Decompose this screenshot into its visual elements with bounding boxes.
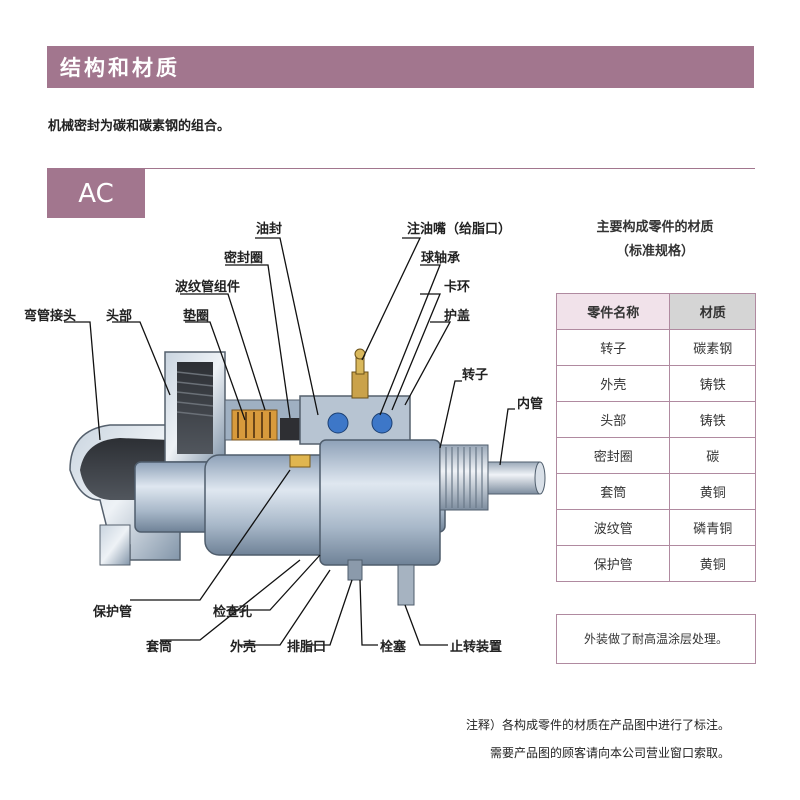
label-housing: 外壳 bbox=[230, 640, 257, 655]
material-cell: 碳素钢 bbox=[669, 329, 756, 366]
leader-lines bbox=[64, 237, 515, 646]
label-inner-pipe: 内管 bbox=[517, 397, 544, 412]
table-row: 套筒黄铜 bbox=[555, 473, 756, 510]
material-cell: 黄铜 bbox=[669, 473, 756, 510]
model-label-box bbox=[47, 168, 145, 218]
section-header-bar bbox=[47, 46, 754, 88]
label-retaining-ring: 卡环 bbox=[444, 280, 471, 295]
material-cell: 铸铁 bbox=[669, 365, 756, 402]
part-cell: 外壳 bbox=[555, 365, 671, 402]
table-row: 转子碳素钢 bbox=[555, 329, 756, 366]
grease-nozzle bbox=[351, 348, 369, 399]
label-grease-nozzle: 注油嘴（给脂口） bbox=[407, 222, 512, 237]
bearing-cover bbox=[299, 395, 411, 445]
inner-pipe bbox=[487, 461, 541, 495]
part-cell: 密封圈 bbox=[555, 437, 671, 474]
label-gasket: 垫圈 bbox=[183, 309, 210, 324]
part-cell: 头部 bbox=[555, 401, 671, 438]
label-ball-bearing: 球轴承 bbox=[421, 251, 461, 266]
label-inspection-hole: 检查孔 bbox=[213, 605, 253, 620]
label-oil-seal: 油封 bbox=[256, 222, 283, 237]
rotor bbox=[439, 444, 489, 511]
part-cell: 保护管 bbox=[555, 545, 671, 582]
materials-heading: 主要构成零件的材质 （标准规格） bbox=[560, 216, 750, 264]
label-sleeve: 套筒 bbox=[146, 640, 173, 655]
label-protective-tube: 保护管 bbox=[93, 605, 133, 620]
material-cell: 黄铜 bbox=[669, 545, 756, 582]
table-row: 保护管黄铜 bbox=[555, 545, 756, 582]
material-cell: 铸铁 bbox=[669, 401, 756, 438]
part-cell: 波纹管 bbox=[555, 509, 671, 546]
footnote-line1: 注释）各构成零件的材质在产品图中进行了标注。 bbox=[465, 718, 730, 732]
materials-table: 零件名称 材质 转子碳素钢 外壳铸铁 头部铸铁 密封圈碳 套筒黄铜 波纹管磷青铜… bbox=[555, 293, 756, 582]
bearing-ball bbox=[371, 412, 393, 434]
head-port bbox=[164, 351, 226, 463]
part-cell: 套筒 bbox=[555, 473, 671, 510]
model-label: AC bbox=[78, 179, 114, 209]
table-header-row: 零件名称 材质 bbox=[555, 293, 756, 330]
page-title: 结构和材质 bbox=[60, 56, 180, 80]
table-row: 外壳铸铁 bbox=[555, 365, 756, 402]
section-divider bbox=[145, 168, 755, 169]
drain-port bbox=[347, 559, 363, 581]
table-row: 波纹管磷青铜 bbox=[555, 509, 756, 546]
column-header-material: 材质 bbox=[669, 293, 756, 330]
part-cell: 转子 bbox=[555, 329, 671, 366]
label-elbow-joint: 弯管接头 bbox=[24, 309, 77, 324]
footnote-line2: 需要产品图的顾客请向本公司营业窗口索取。 bbox=[489, 746, 730, 760]
label-drain-port: 排脂口 bbox=[287, 640, 327, 655]
column-header-part: 零件名称 bbox=[555, 293, 671, 330]
bearing-ball bbox=[327, 412, 349, 434]
label-bellows-assembly: 波纹管组件 bbox=[175, 280, 241, 295]
label-anti-rotation: 止转装置 bbox=[450, 640, 503, 655]
table-row: 头部铸铁 bbox=[555, 401, 756, 438]
materials-heading-line2: （标准规格） bbox=[615, 244, 694, 259]
anti-rotation-bracket bbox=[397, 564, 415, 606]
label-cover: 护盖 bbox=[444, 309, 471, 324]
label-rotor: 转子 bbox=[462, 368, 489, 383]
label-seal-ring: 密封圈 bbox=[224, 251, 264, 266]
intro-text: 机械密封为碳和碳素钢的组合。 bbox=[48, 119, 231, 134]
table-row: 密封圈碳 bbox=[555, 437, 756, 474]
materials-heading-line1: 主要构成零件的材质 bbox=[596, 220, 714, 235]
material-cell: 碳 bbox=[669, 437, 756, 474]
label-plug: 栓塞 bbox=[380, 640, 407, 655]
material-cell: 磷青铜 bbox=[669, 509, 756, 546]
label-head: 头部 bbox=[106, 309, 133, 324]
coating-note: 外装做了耐高温涂层处理。 bbox=[556, 614, 756, 664]
